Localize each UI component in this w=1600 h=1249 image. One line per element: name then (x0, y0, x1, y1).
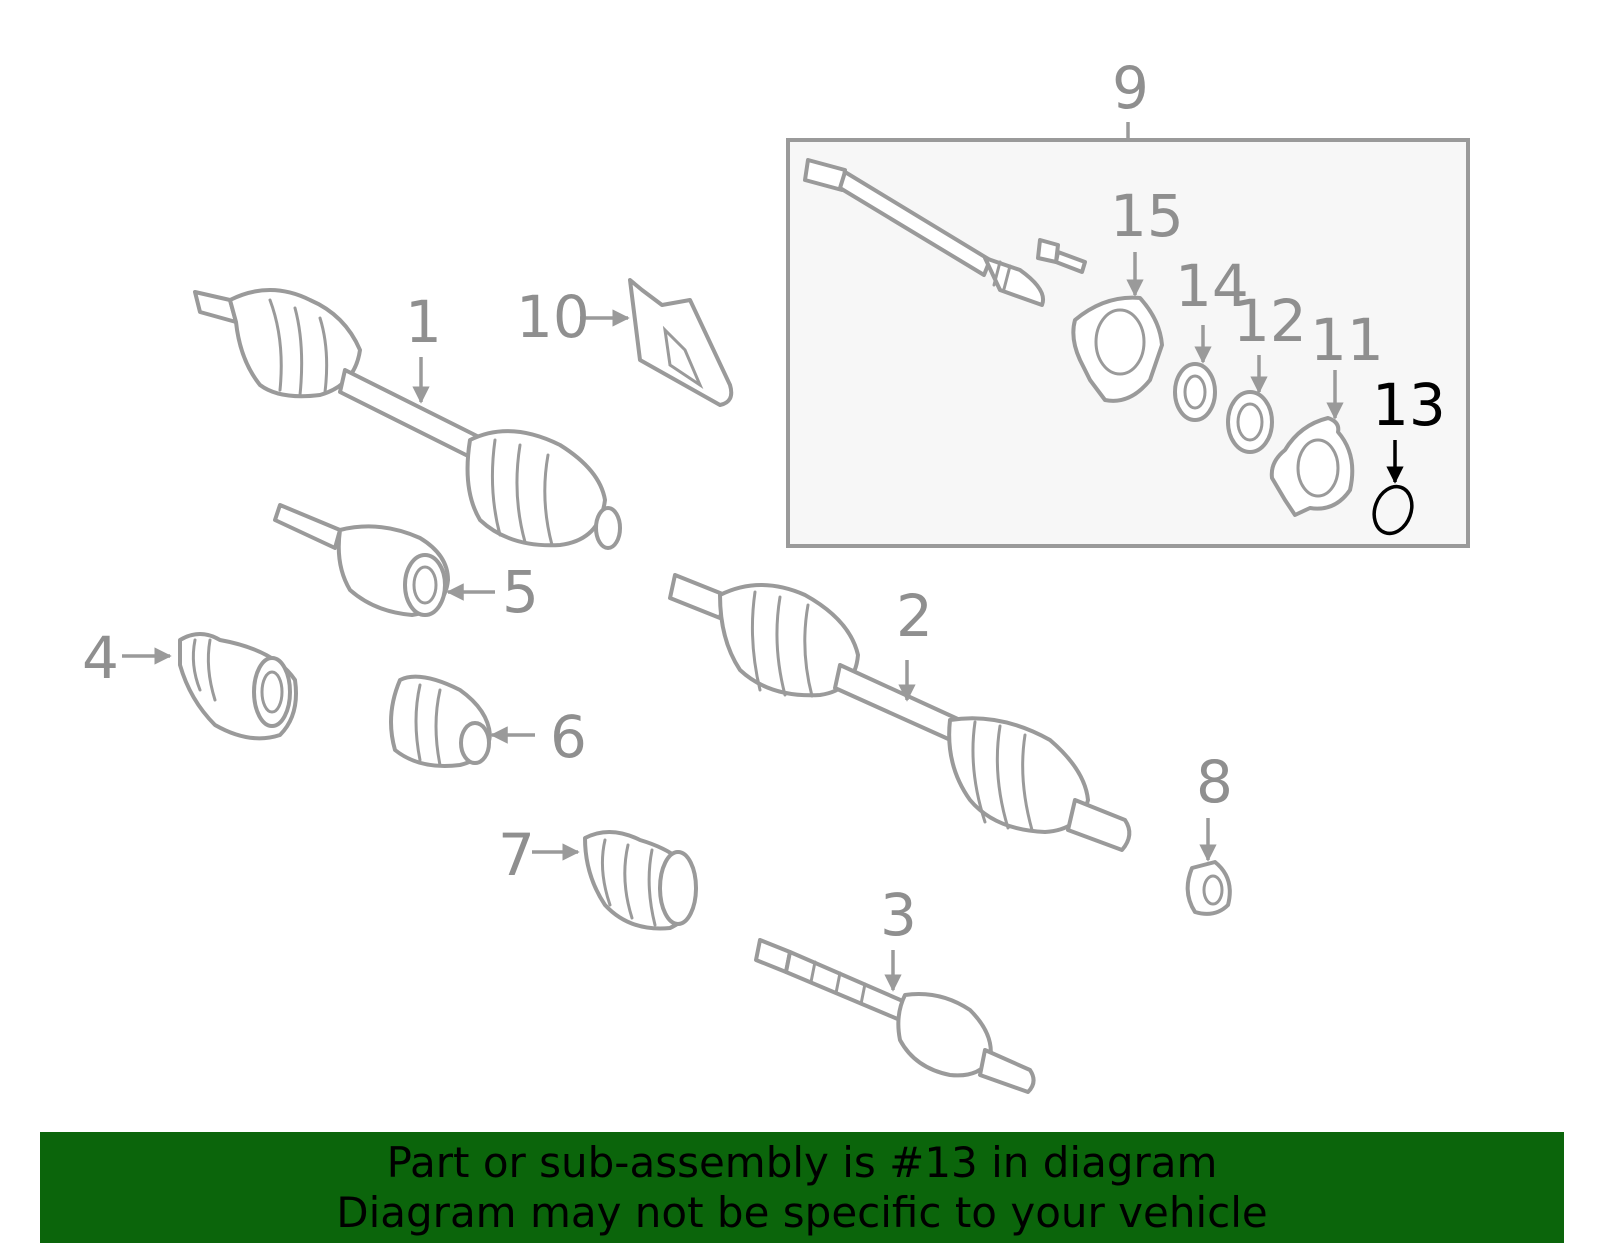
callout-13[interactable]: 13 (1372, 371, 1446, 439)
banner-line-1: Part or sub-assembly is #13 in diagram (386, 1138, 1218, 1187)
inset-half-shaft (803, 158, 1045, 307)
boot-7 (583, 830, 698, 931)
banner-line-2: Diagram may not be specific to your vehi… (336, 1188, 1268, 1237)
nut-8 (1185, 860, 1232, 916)
callout-4: 4 (82, 624, 119, 692)
callout-12: 12 (1233, 287, 1307, 355)
callout-15: 15 (1110, 182, 1184, 250)
bearing-12 (1226, 390, 1274, 454)
cv-joint-5 (273, 503, 450, 617)
bracket-10 (628, 278, 734, 407)
callout-10: 10 (516, 283, 590, 351)
seal-14 (1173, 362, 1217, 422)
cv-joint-4 (178, 632, 298, 741)
callout-3: 3 (880, 881, 917, 949)
callout-8: 8 (1196, 748, 1233, 816)
axle-shaft-1 (193, 288, 622, 550)
boot-6 (389, 674, 492, 768)
o-ring-13[interactable] (1368, 481, 1418, 538)
callout-11: 11 (1310, 306, 1384, 374)
callout-1: 1 (405, 288, 442, 356)
callout-2: 2 (896, 582, 933, 650)
info-banner: Part or sub-assembly is #13 in diagram D… (40, 1132, 1564, 1243)
inset-bolt (1036, 238, 1087, 274)
callout-9: 9 (1112, 54, 1149, 122)
axle-shaft-2 (668, 573, 1132, 852)
callout-14: 14 (1175, 252, 1249, 320)
callout-6: 6 (550, 703, 587, 771)
intermediate-shaft-3 (754, 938, 1036, 1094)
callout-5: 5 (502, 558, 539, 626)
housing-15 (1071, 295, 1164, 403)
callout-7: 7 (498, 821, 535, 889)
